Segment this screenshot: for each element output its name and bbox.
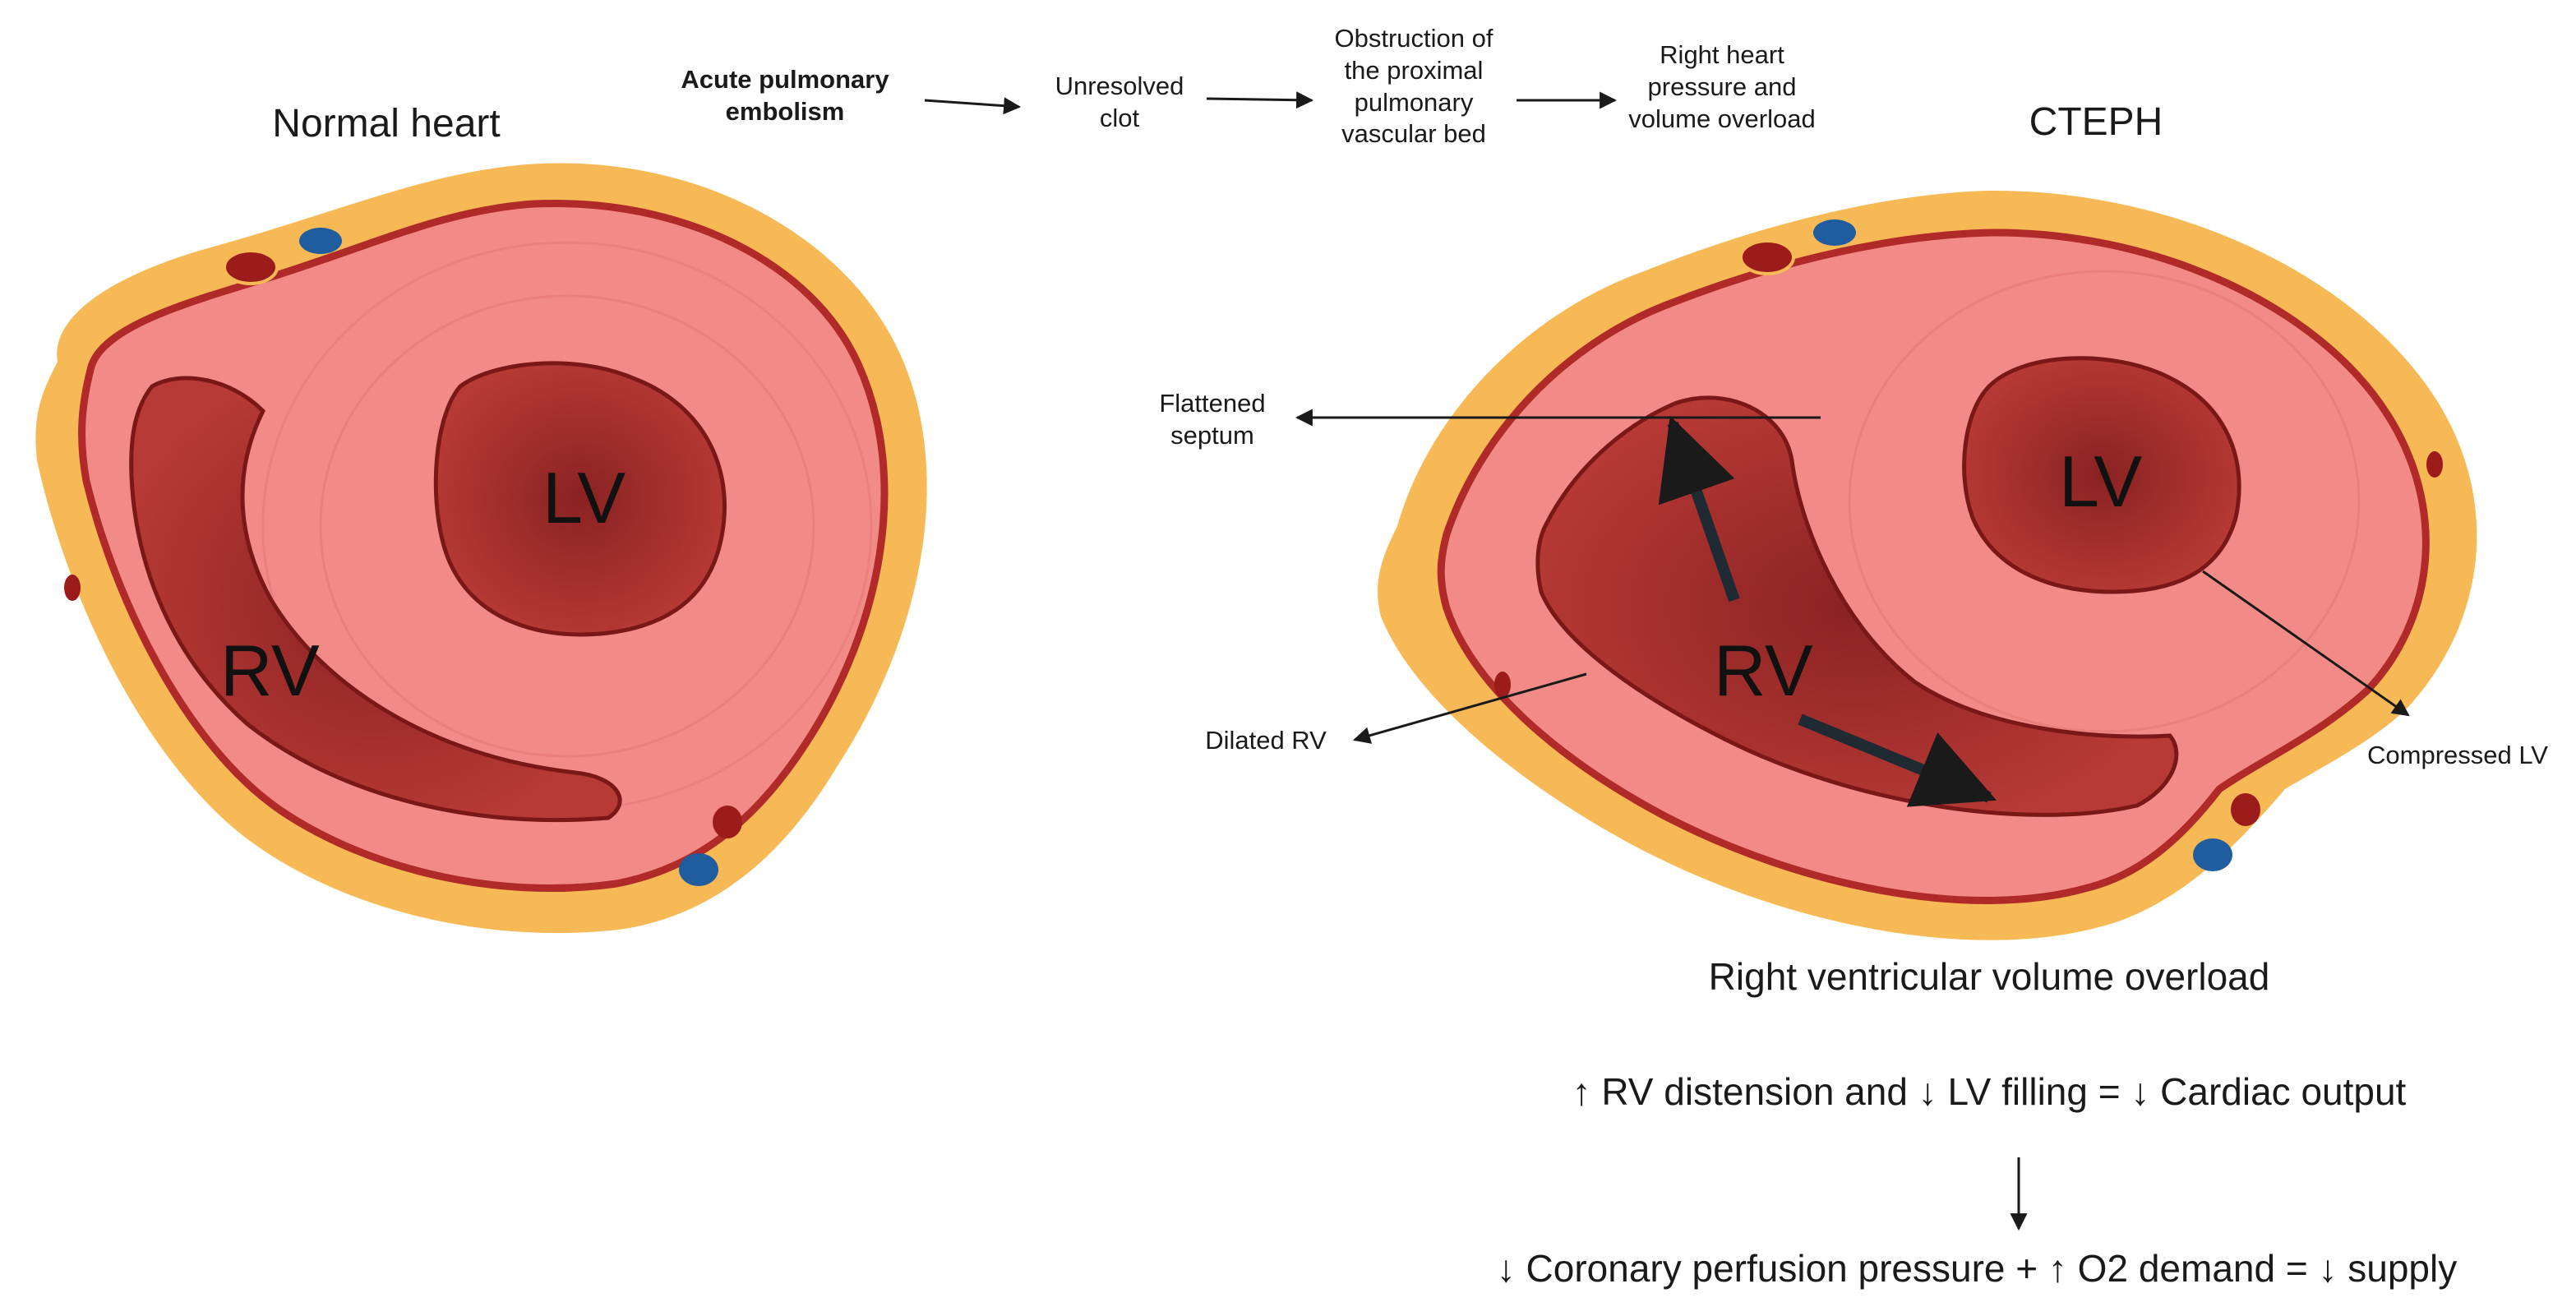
normal-heart-illustration <box>35 163 927 934</box>
cteph-artery-bottom <box>2231 793 2260 826</box>
consequence-line-2: ↓ Coronary perfusion pressure + ↑ O2 dem… <box>1496 1247 2458 1290</box>
flow-step-rh-overload: Right heart pressure and volume overload <box>1628 40 1816 133</box>
cteph-rv-dilation-arrow-right <box>1798 713 1997 807</box>
dilated-rv-leader <box>1352 672 1587 744</box>
cteph-heart-illustration <box>1378 190 2477 940</box>
normal-artery-top <box>223 249 279 285</box>
flow-arrow-1 <box>924 97 1022 115</box>
normal-rv-label: RV <box>220 630 320 711</box>
cteph-rv-label: RV <box>1714 630 1813 711</box>
normal-heart-lv-cavity <box>433 361 727 637</box>
cteph-title: CTEPH <box>2029 100 2163 144</box>
flow-step-obstruction: Obstruction of the proximal pulmonary va… <box>1334 24 1493 149</box>
cteph-artery-right <box>2426 451 2443 478</box>
flow-step-acute-pe: Acute pulmonary embolism <box>681 65 889 126</box>
flattened-septum-label: Flattened septum <box>1159 389 1266 450</box>
flow-step-unresolved-clot: Unresolved clot <box>1055 72 1184 132</box>
cteph-vein-top <box>1813 219 1856 246</box>
normal-heart-rv-cavity <box>129 376 622 823</box>
normal-lv-label: LV <box>542 457 626 538</box>
consequence-line-1: ↑ RV distension and ↓ LV filling = ↓ Car… <box>1572 1070 2407 1113</box>
cteph-artery-top <box>1739 239 1795 275</box>
compressed-lv-leader <box>2202 570 2410 717</box>
normal-artery-left <box>64 575 81 601</box>
normal-artery-bottom <box>713 806 742 838</box>
flow-arrow-2 <box>1206 91 1314 109</box>
cteph-heart-lv-cavity <box>1962 356 2241 594</box>
normal-vein-bottom <box>679 853 718 886</box>
normal-vein-top <box>299 228 342 254</box>
cteph-lv-label: LV <box>2059 441 2143 522</box>
rv-volume-overload-heading: Right ventricular volume overload <box>1708 955 2270 998</box>
dilated-rv-label: Dilated RV <box>1205 726 1327 755</box>
cteph-rv-dilation-arrow-up <box>1658 415 1740 603</box>
cteph-vein-bottom <box>2193 838 2232 871</box>
compressed-lv-label: Compressed LV <box>2367 741 2548 769</box>
cteph-artery-left <box>1494 672 1511 698</box>
normal-heart-title: Normal heart <box>272 102 501 145</box>
